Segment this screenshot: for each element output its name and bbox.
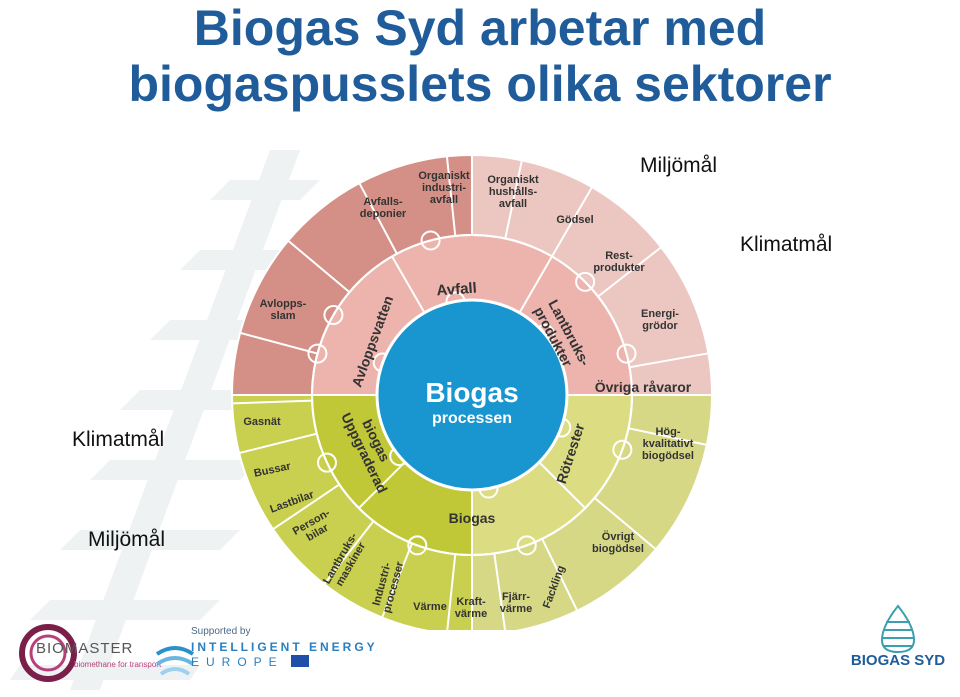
outer-label-varme: Värme xyxy=(413,601,447,613)
ring-label-avfall: Avfall xyxy=(436,280,477,300)
iee-logo: Supported by INTELLIGENT ENERGY EUROPE xyxy=(155,626,390,692)
label-miljomal-top: Miljömål xyxy=(640,154,718,177)
divider-middle xyxy=(358,461,406,509)
divider-outer xyxy=(446,554,457,630)
biomaster-brand: BIOMASTER xyxy=(36,640,134,657)
biogas-syd-text: BIOGAS SYD xyxy=(850,652,946,669)
ring-label-ovriga-ravaror: Övriga råvaror xyxy=(595,379,692,395)
biogas-syd-drop-icon xyxy=(880,604,916,654)
iee-swoosh-icon xyxy=(155,646,195,676)
outer-label-restprodukter: Rest-produkter xyxy=(593,250,645,274)
divider-outer xyxy=(541,538,579,612)
puzzle-knob xyxy=(420,230,441,251)
label-miljomal-bottom: Miljömål xyxy=(88,528,166,551)
divider-outer xyxy=(358,182,398,255)
eu-flag-icon xyxy=(291,655,309,667)
divider-outer xyxy=(239,331,318,355)
biogas-syd-logo: BIOGAS SYD xyxy=(838,600,958,680)
puzzle-knob xyxy=(407,535,428,556)
divider-outer xyxy=(272,483,340,531)
ring-label-biogas: Biogas xyxy=(449,510,496,526)
divider-outer xyxy=(628,427,707,446)
outer-label-energigrodor: Energi-grödor xyxy=(641,308,679,332)
center-text-line-2: processen xyxy=(432,410,512,427)
puzzle-knob xyxy=(575,271,596,292)
divider-outer xyxy=(504,160,523,239)
puzzle-knob xyxy=(307,343,328,364)
biomaster-logo: BIOMASTER biomethane for transport xyxy=(18,620,162,686)
puzzle-knob xyxy=(323,305,344,325)
outer-label-godsel: Gödsel xyxy=(556,214,593,226)
puzzle-knob xyxy=(612,439,633,460)
divider-ring xyxy=(311,234,633,556)
divider-outer xyxy=(381,542,413,618)
divider-outer xyxy=(287,239,351,293)
outer-label-fjarrvarme: Fjärr-värme xyxy=(500,591,532,615)
supported-by-text: Supported by xyxy=(191,626,251,637)
divider-outer xyxy=(629,352,709,369)
divider-outer xyxy=(593,497,657,551)
outer-label-avfallsdeponier: Avfalls-deponier xyxy=(360,196,407,220)
divider-outer xyxy=(445,156,457,236)
puzzle-knob xyxy=(516,535,537,556)
biogas-puzzle-wheel: Biogas processen Avfall Lantbruks- produ… xyxy=(230,155,714,630)
center-disc xyxy=(375,298,569,492)
biomaster-tagline: biomethane for transport xyxy=(74,660,162,669)
divider-outer xyxy=(232,399,313,405)
divider-outer xyxy=(551,186,593,257)
divider-outer xyxy=(238,432,317,455)
title-line-1: Biogas Syd arbetar med xyxy=(193,0,767,56)
divider-outer xyxy=(493,553,507,630)
puzzle-knob xyxy=(316,452,337,473)
divider-middle xyxy=(538,461,586,509)
page-title: Biogas Syd arbetar med biogaspusslets ol… xyxy=(0,0,960,112)
outer-label-avloppsslam: Avlopps-slam xyxy=(260,298,307,322)
iee-line-1: INTELLIGENT ENERGY xyxy=(191,640,378,654)
outer-label-gasnat: Gasnät xyxy=(243,416,281,428)
puzzle-knob xyxy=(616,343,637,364)
divider-outer xyxy=(597,246,662,298)
divider-middle xyxy=(518,255,553,314)
outer-label-kraftvarme: Kraft-värme xyxy=(455,596,487,620)
label-klimatmal-right: Klimatmål xyxy=(740,233,833,256)
label-klimatmal-left: Klimatmål xyxy=(72,428,165,451)
divider-outer xyxy=(323,520,375,585)
iee-line-2: EUROPE xyxy=(191,655,284,669)
biomaster-icon xyxy=(19,624,77,682)
center-text-line-1: Biogas xyxy=(425,377,518,408)
title-line-2: biogaspusslets olika sektorer xyxy=(128,56,832,112)
divider-middle xyxy=(391,255,426,314)
wheel-dividers xyxy=(232,156,709,630)
